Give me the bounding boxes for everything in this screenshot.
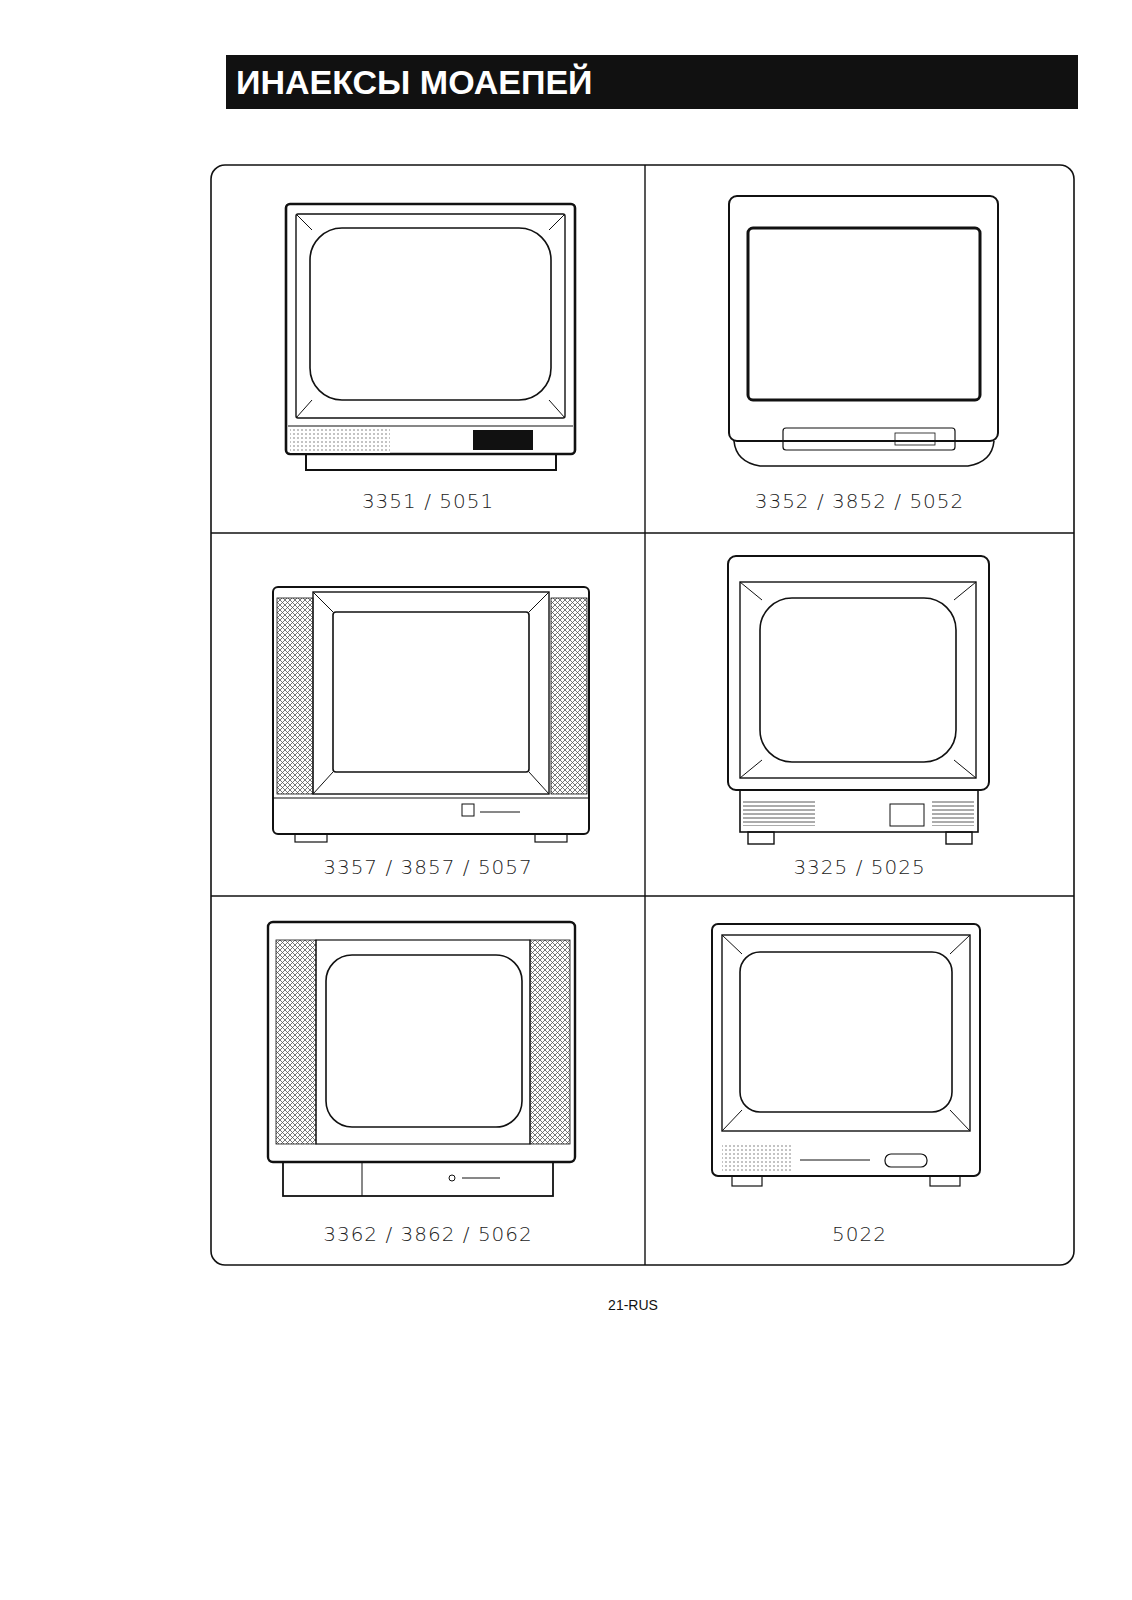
model-cell: 3362 / 3862 / 5062 — [212, 897, 644, 1264]
model-cell: 5022 — [646, 897, 1073, 1264]
model-cell: 3351 / 5051 — [212, 166, 644, 532]
model-cell: 3357 / 3857 / 5057 — [212, 534, 644, 895]
model-number: 3357 / 3857 / 5057 — [212, 855, 644, 879]
page-title: ИНАЕКСЫ МОАЕПЕЙ — [226, 55, 1078, 109]
model-number: 3352 / 3852 / 5052 — [646, 489, 1073, 513]
model-number: 3362 / 3862 / 5062 — [212, 1222, 644, 1246]
model-number: 3351 / 5051 — [212, 489, 644, 513]
model-number: 3325 / 5025 — [646, 855, 1073, 879]
model-cell: 3352 / 3852 / 5052 — [646, 166, 1073, 532]
model-cell: 3325 / 5025 — [646, 534, 1073, 895]
page-number: 21-RUS — [608, 1297, 658, 1313]
model-number: 5022 — [646, 1222, 1073, 1246]
title-bar: ИНАЕКСЫ МОАЕПЕЙ — [226, 55, 1078, 109]
